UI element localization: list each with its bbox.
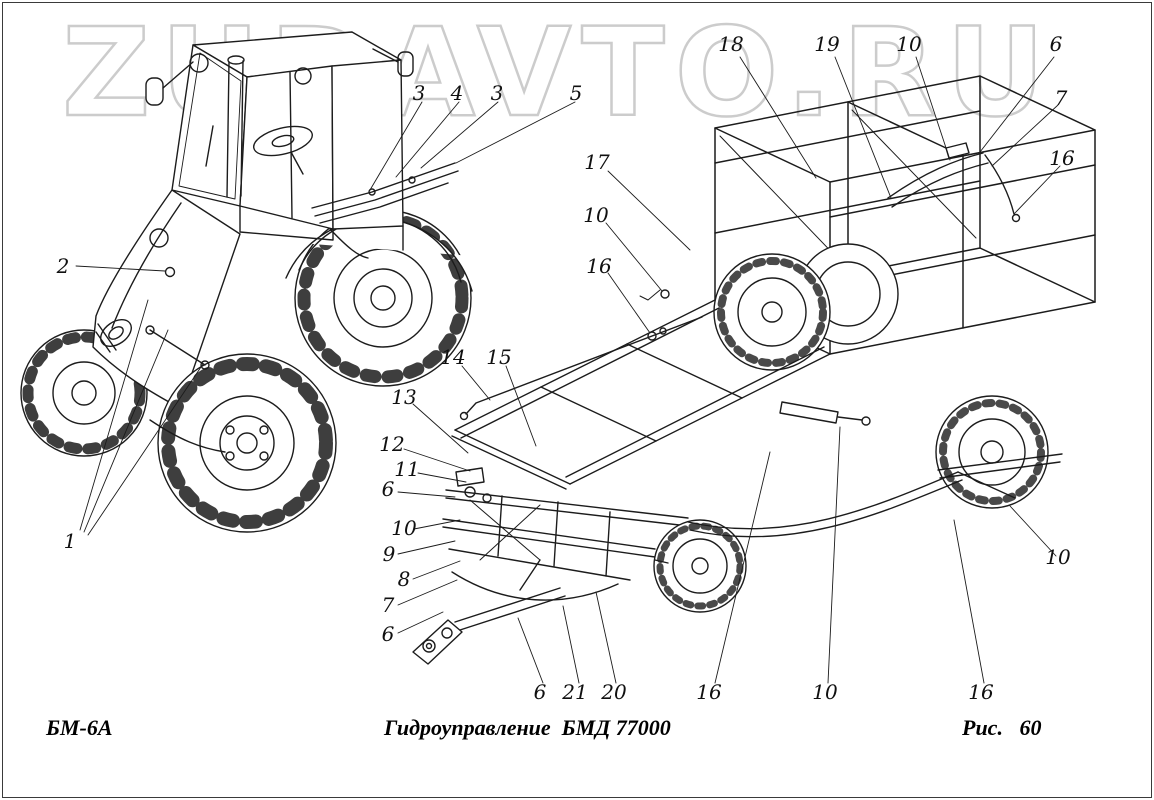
part-callout: 10 [1045,545,1071,569]
part-callout: 1 [63,529,77,553]
figure-caption: Гидроуправление БМД 77000 [384,715,671,740]
part-callout: 9 [382,542,396,566]
part-callout: 10 [896,32,922,56]
part-callout: 16 [586,254,612,278]
part-callout: 14 [440,345,466,369]
part-callout: 6 [381,622,395,646]
part-callout: 16 [1049,146,1075,170]
part-callout: 7 [1054,86,1068,110]
part-callout: 4 [450,81,464,105]
machine-model-label: БМ-6А [46,715,113,740]
part-callout: 19 [814,32,840,56]
part-callout: 20 [601,680,627,704]
part-callout: 11 [394,457,420,481]
part-callout: 6 [533,680,547,704]
part-callout: 6 [1049,32,1063,56]
part-callout: 10 [391,516,417,540]
part-callout: 2 [56,254,70,278]
part-callout: 16 [968,680,994,704]
part-callout: 5 [569,81,583,105]
part-callout: 10 [583,203,609,227]
tractor-drawing [20,31,473,533]
part-callout: 3 [412,81,426,105]
part-callout: 7 [381,593,395,617]
part-callout: 15 [486,345,512,369]
part-callout: 3 [490,81,504,105]
figure-number: Рис. 60 [962,715,1042,740]
part-callout: 12 [379,432,405,456]
trailer-drawing [412,75,1096,665]
part-callout: 8 [397,567,411,591]
part-callout: 13 [391,385,417,409]
part-callout: 18 [718,32,744,56]
part-callout: 16 [696,680,722,704]
part-callout: 21 [562,680,588,704]
part-callout: 10 [812,680,838,704]
part-callout: 17 [584,150,610,174]
leader-lines [75,56,1061,684]
part-callout: 6 [381,477,395,501]
